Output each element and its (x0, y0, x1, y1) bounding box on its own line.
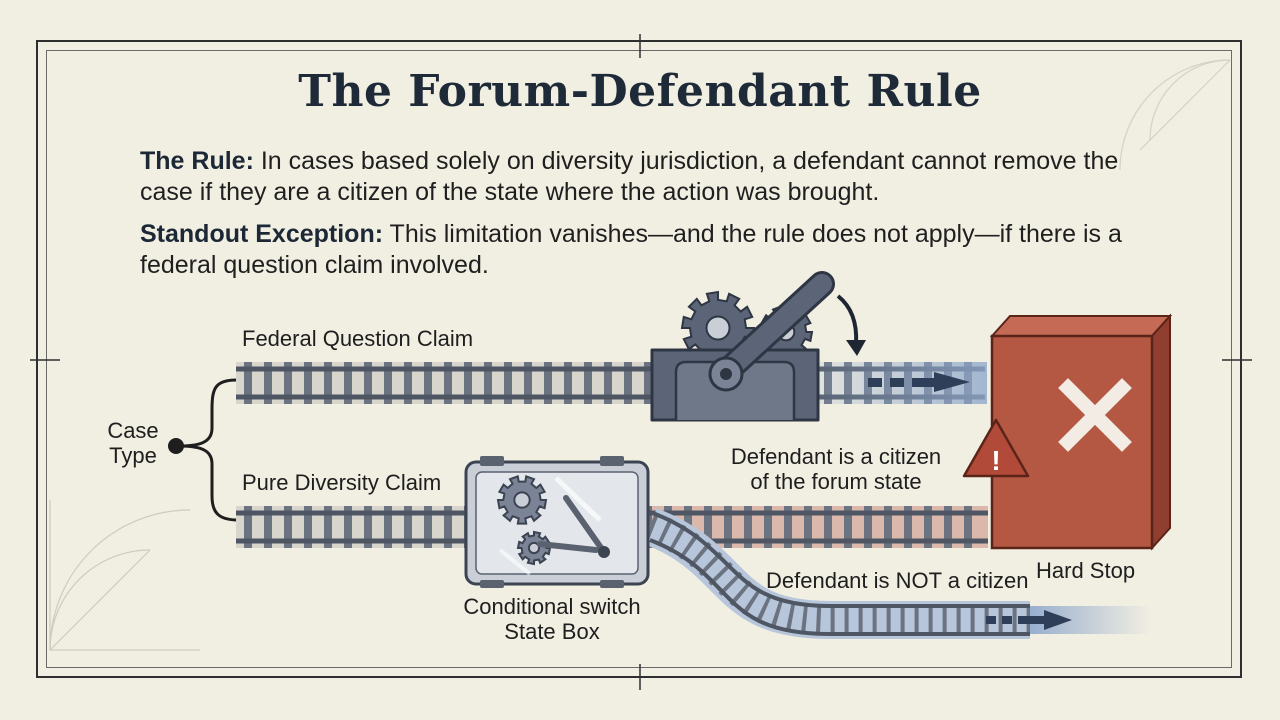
case-type-brace (179, 378, 240, 522)
track-tie (924, 506, 932, 548)
not-citizen-branch-track (642, 508, 1150, 639)
track-tie (324, 506, 332, 548)
protractor-decoration-bottom-left (49, 500, 200, 651)
exception-text: This limitation vanishes—and the rule do… (140, 220, 1122, 279)
track-tie (904, 506, 912, 548)
track-tie (364, 506, 372, 548)
citizen-branch-label: Defendant is a citizen of the forum stat… (716, 444, 956, 494)
track-tie (304, 362, 312, 404)
arrow-right-icon (986, 610, 1072, 630)
track-tie (404, 362, 412, 404)
track-tie (504, 362, 512, 404)
track-tie (344, 362, 352, 404)
track-tie (544, 362, 552, 404)
inner-frame (46, 50, 1232, 668)
rule-label: The Rule: (140, 147, 254, 175)
page-title: The Forum-Defendant Rule (298, 66, 982, 117)
warning-icon: ! (962, 418, 1030, 478)
track-tie (524, 362, 532, 404)
diversity-track-label: Pure Diversity Claim (242, 470, 442, 495)
track-tie (444, 506, 452, 548)
frame-tick-marks (30, 34, 1252, 690)
track-tie (604, 362, 612, 404)
track-tie (424, 506, 432, 548)
track-tie (704, 506, 712, 548)
switch-box-line1: Conditional switch (463, 594, 641, 619)
track-tie (244, 506, 252, 548)
track-tie (944, 506, 952, 548)
outer-frame (36, 40, 1242, 678)
hard-stop-label: Hard Stop (1036, 558, 1136, 583)
case-type-node (168, 438, 184, 454)
track-tie (804, 506, 812, 548)
case-type-label: Case Type (100, 418, 166, 468)
track-tie (384, 362, 392, 404)
hard-stop-block (989, 313, 1173, 551)
lever-switch-machine (650, 271, 866, 422)
track-tie (864, 506, 872, 548)
rule-paragraph: The Rule: In cases based solely on diver… (140, 146, 1160, 208)
federal-track-label: Federal Question Claim (242, 326, 474, 351)
track-tie (724, 506, 732, 548)
track-tie (484, 362, 492, 404)
gear-icon (516, 530, 552, 566)
track-tie (824, 506, 832, 548)
switch-box-label: Conditional switch State Box (448, 594, 656, 644)
track-tie (584, 362, 592, 404)
track-tie (624, 362, 632, 404)
track-tie (384, 506, 392, 548)
track-tie (324, 362, 332, 404)
switch-box-line2: State Box (504, 619, 600, 644)
citizen-branch-line1: Defendant is a citizen (730, 444, 942, 469)
track-tie (424, 362, 432, 404)
lever-icon (708, 271, 835, 392)
rule-text: In cases based solely on diversity juris… (140, 147, 1119, 206)
track-tie (964, 506, 972, 548)
track-tie (564, 362, 572, 404)
case-type-line2: Type (109, 443, 157, 468)
track-tie (784, 506, 792, 548)
track-tie (284, 362, 292, 404)
track-tie (884, 506, 892, 548)
track-tie (244, 362, 252, 404)
track-tie (464, 362, 472, 404)
track-tie (644, 362, 652, 404)
track-tie (264, 506, 272, 548)
protractor-decoration-top-right (1119, 59, 1231, 171)
gear-icon (496, 475, 548, 525)
track-tie (304, 506, 312, 548)
track-tie (444, 362, 452, 404)
warning-glyph: ! (991, 445, 1000, 476)
track-tie (344, 506, 352, 548)
track-tie (284, 506, 292, 548)
exception-paragraph: Standout Exception: This limitation vani… (140, 219, 1160, 281)
track-tie (844, 506, 852, 548)
conditional-switch-box (464, 456, 650, 588)
arrow-right-icon (868, 372, 970, 392)
track-tie (764, 506, 772, 548)
citizen-branch-line2: of the forum state (750, 469, 922, 494)
track-tie (744, 506, 752, 548)
not-citizen-branch-label: Defendant is NOT a citizen (766, 568, 1029, 593)
track-tie (364, 362, 372, 404)
case-type-line1: Case (107, 418, 159, 443)
track-tie (404, 506, 412, 548)
track-tie (264, 362, 272, 404)
x-mark-icon (1058, 378, 1132, 452)
exception-label: Standout Exception: (140, 220, 384, 248)
